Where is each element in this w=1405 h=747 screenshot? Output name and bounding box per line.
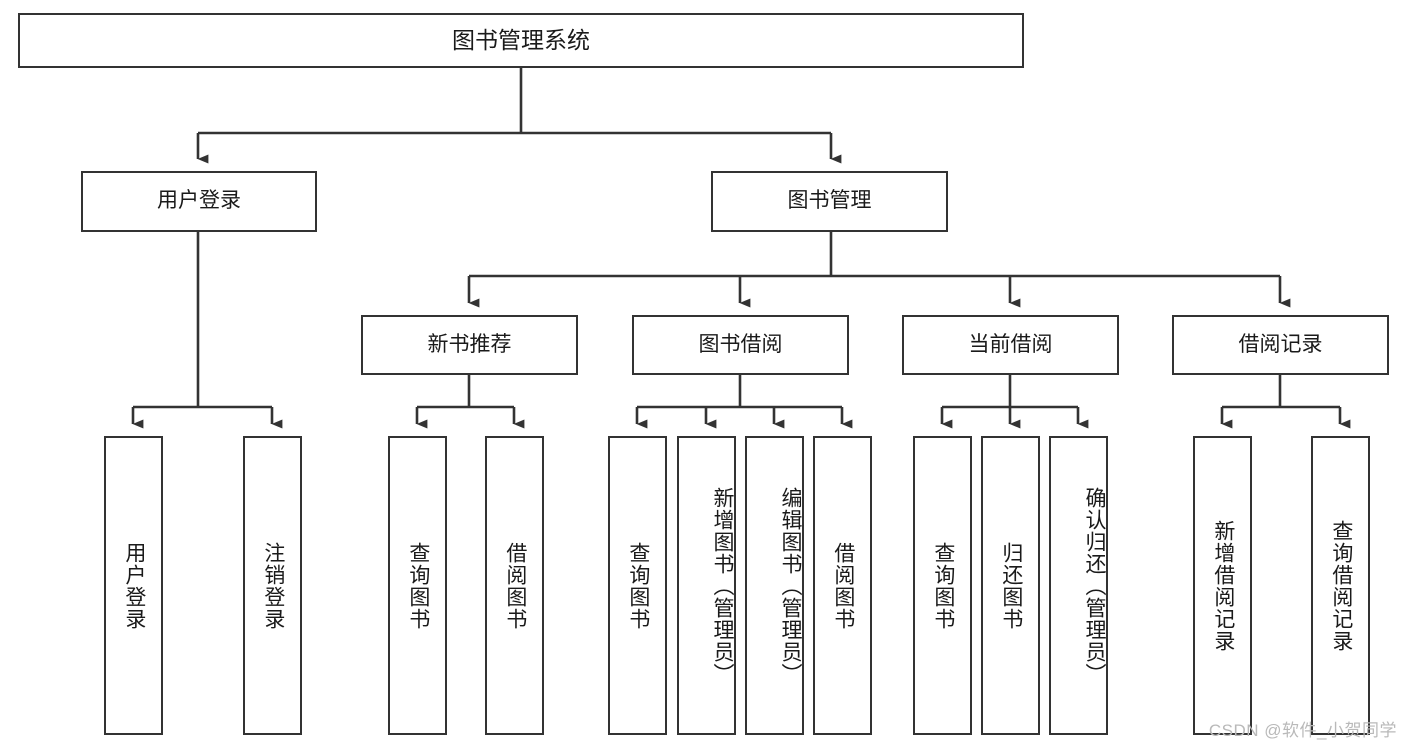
node-label: 查询图书 xyxy=(626,541,650,630)
leaf-book-borrow-add-book-admin[interactable]: 新增图书（管理员） xyxy=(677,436,736,735)
leaf-borrow-record-add-record[interactable]: 新增借阅记录 xyxy=(1193,436,1252,735)
node-label: 注销登录 xyxy=(261,541,285,630)
node-label: 新书推荐 xyxy=(427,332,512,356)
node-root-book-management-system[interactable]: 图书管理系统 xyxy=(18,13,1024,68)
node-label: 确认归还（管理员） xyxy=(1083,486,1106,685)
node-label: 新增借阅记录 xyxy=(1211,519,1235,652)
leaf-book-borrow-borrow-book[interactable]: 借阅图书 xyxy=(813,436,872,735)
node-label: 查询借阅记录 xyxy=(1329,519,1353,652)
leaf-new-book-query-book[interactable]: 查询图书 xyxy=(388,436,447,735)
node-label: 借阅图书 xyxy=(831,541,855,630)
leaf-current-borrow-return-book[interactable]: 归还图书 xyxy=(981,436,1040,735)
csdn-watermark: CSDN @软件_小贺同学 xyxy=(1208,721,1397,740)
node-label: 用户登录 xyxy=(122,541,146,630)
node-label: 编辑图书（管理员） xyxy=(779,486,802,685)
leaf-user-login-logout[interactable]: 注销登录 xyxy=(243,436,302,735)
node-label: 查询图书 xyxy=(406,541,430,630)
node-label: 图书管理 xyxy=(787,189,872,213)
leaf-user-login-login[interactable]: 用户登录 xyxy=(104,436,163,735)
node-book-borrow[interactable]: 图书借阅 xyxy=(632,315,849,375)
node-book-management[interactable]: 图书管理 xyxy=(711,171,948,232)
leaf-current-borrow-confirm-return-admin[interactable]: 确认归还（管理员） xyxy=(1049,436,1108,735)
node-borrow-record[interactable]: 借阅记录 xyxy=(1172,315,1389,375)
node-user-login[interactable]: 用户登录 xyxy=(81,171,317,232)
node-label: 图书管理系统 xyxy=(452,26,590,53)
node-label: 新增图书（管理员） xyxy=(711,486,734,685)
node-label: 当前借阅 xyxy=(968,332,1053,356)
leaf-borrow-record-query-record[interactable]: 查询借阅记录 xyxy=(1311,436,1370,735)
leaf-book-borrow-edit-book-admin[interactable]: 编辑图书（管理员） xyxy=(745,436,804,735)
leaf-new-book-borrow-book[interactable]: 借阅图书 xyxy=(485,436,544,735)
node-current-borrow[interactable]: 当前借阅 xyxy=(902,315,1119,375)
leaf-book-borrow-query-book[interactable]: 查询图书 xyxy=(608,436,667,735)
leaf-current-borrow-query-book[interactable]: 查询图书 xyxy=(913,436,972,735)
node-label: 借阅图书 xyxy=(503,541,527,630)
node-label: 用户登录 xyxy=(157,189,241,213)
node-label: 借阅记录 xyxy=(1238,332,1323,356)
node-label: 查询图书 xyxy=(931,541,955,630)
node-label: 图书借阅 xyxy=(698,332,783,356)
node-new-book-recommend[interactable]: 新书推荐 xyxy=(361,315,578,375)
node-label: 归还图书 xyxy=(999,541,1023,630)
